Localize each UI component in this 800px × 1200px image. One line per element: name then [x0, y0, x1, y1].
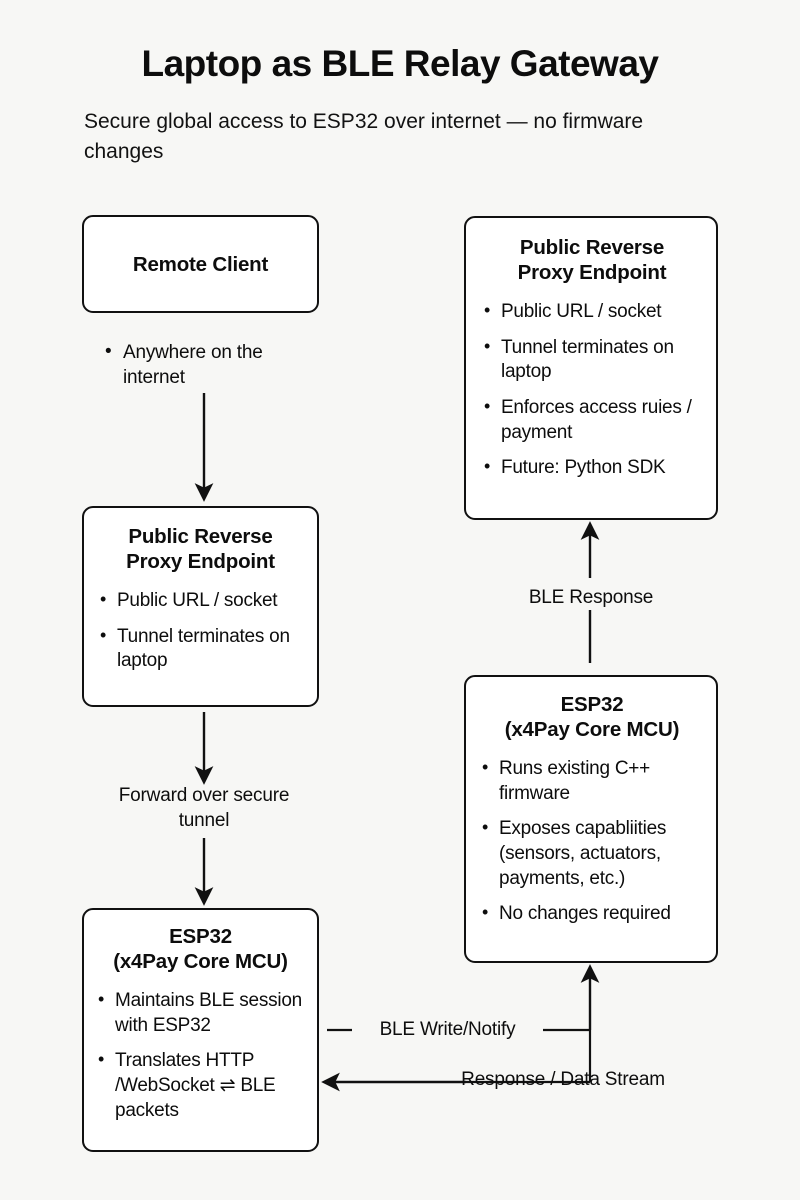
title-line-2: (x4Pay Core MCU): [113, 950, 288, 973]
title-line-1: ESP32: [169, 925, 232, 948]
list-item: Translates HTTP /WebSocket ⇌ BLE packets: [96, 1048, 305, 1123]
edge-label-forward-over-secure-tunnel: Forward over secure tunnel: [118, 785, 290, 831]
node-public-reverse-proxy-left[interactable]: Public Reverse Proxy Endpoint Public URL…: [82, 506, 319, 707]
note-anywhere-on-the-internet: • Anywhere on the internet: [105, 340, 295, 390]
node-remote-client[interactable]: Remote Client: [82, 215, 319, 313]
node-esp32-right-bullets: Runs existing C++ firmware Exposes capab…: [480, 756, 704, 927]
title-line-2: (x4Pay Core MCU): [504, 718, 680, 741]
node-esp32-right-title: ESP32 (x4Pay Core MCU): [480, 692, 704, 742]
edge-label-response-data-stream: Response / Data Stream: [461, 1069, 665, 1090]
node-esp32-left-bullets: Maintains BLE session with ESP32 Transla…: [96, 988, 305, 1123]
node-esp32-right[interactable]: ESP32 (x4Pay Core MCU) Runs existing C++…: [464, 675, 718, 963]
list-item: Tunnel terminates on laptop: [482, 335, 702, 385]
title-line-2: Proxy Endpoint: [126, 550, 275, 573]
node-public-reverse-proxy-right-bullets: Public URL / socket Tunnel terminates on…: [482, 299, 702, 481]
title-line-2: Proxy Endpoint: [517, 261, 667, 284]
title-line-1: ESP32: [560, 693, 624, 716]
edge-label-ble-response: BLE Response: [528, 587, 654, 608]
node-public-reverse-proxy-right[interactable]: Public Reverse Proxy Endpoint Public URL…: [464, 216, 718, 520]
list-item: Runs existing C++ firmware: [480, 756, 704, 806]
node-esp32-left[interactable]: ESP32 (x4Pay Core MCU) Maintains BLE ses…: [82, 908, 319, 1152]
bullet-dot-icon: •: [105, 341, 112, 362]
title-line-1: Public Reverse: [519, 236, 665, 259]
edge-response-data-stream: [321, 1030, 592, 1092]
page-title: Laptop as BLE Relay Gateway: [141, 43, 659, 84]
list-item: Enforces access ruies / payment: [482, 395, 702, 445]
title-line-1: Public Reverse: [128, 525, 273, 548]
node-public-reverse-proxy-left-bullets: Public URL / socket Tunnel terminates on…: [98, 588, 303, 674]
node-esp32-left-title: ESP32 (x4Pay Core MCU): [96, 924, 305, 974]
page-subtitle: Secure global access to ESP32 over inter…: [84, 110, 644, 163]
node-public-reverse-proxy-right-title: Public Reverse Proxy Endpoint: [482, 235, 702, 285]
list-item: Maintains BLE session with ESP32: [96, 988, 305, 1038]
node-remote-client-title: Remote Client: [132, 252, 269, 276]
list-item: No changes required: [480, 901, 704, 927]
list-item: Public URL / socket: [98, 588, 303, 614]
list-item: Public URL / socket: [482, 299, 702, 325]
list-item: Tunnel terminates on laptop: [98, 624, 303, 674]
list-item: Exposes capabliities (sensors, actuators…: [480, 816, 704, 891]
edge-ble-write-notify: [327, 964, 600, 1032]
node-public-reverse-proxy-left-title: Public Reverse Proxy Endpoint: [98, 524, 303, 574]
list-item: Future: Python SDK: [482, 455, 702, 481]
edge-label-ble-write-notify: BLE Write/Notify: [379, 1019, 516, 1040]
note-anywhere-text: Anywhere on the internet: [123, 342, 263, 389]
